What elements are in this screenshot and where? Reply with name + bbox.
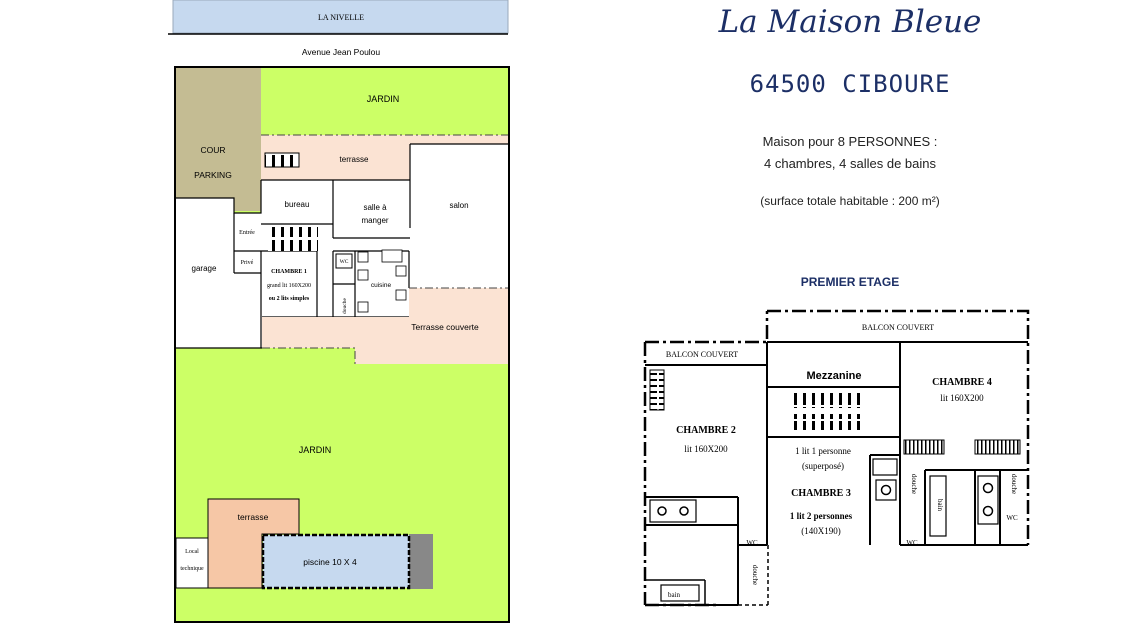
rooms-text: 4 chambres, 4 salles de bains xyxy=(764,156,936,171)
salle-a-label: salle à xyxy=(363,203,387,212)
wc-label: WC xyxy=(340,259,349,265)
chambre4-bed: lit 160X200 xyxy=(940,393,984,403)
terrasse-couverte xyxy=(262,288,509,364)
stairs-indoor-bottom xyxy=(268,240,318,251)
douche-label-b: douche xyxy=(910,474,918,494)
bain-label-b: bain xyxy=(936,499,944,512)
surface-text: (surface totale habitable : 200 m²) xyxy=(760,194,940,208)
stairs-indoor-top xyxy=(268,227,318,238)
terrasse-couverte-label: Terrasse couverte xyxy=(411,322,479,332)
douche-label-a: douche xyxy=(751,565,759,585)
balcon-left-label: BALCON COUVERT xyxy=(666,350,738,359)
jardin-top-label: JARDIN xyxy=(367,94,400,104)
wc-label-c: WC xyxy=(1006,514,1018,522)
chambre1-bed: grand lit 160X200 xyxy=(267,283,311,289)
wc-label-a: WC xyxy=(746,539,758,547)
entree-label: Entrée xyxy=(239,230,255,236)
local-technique xyxy=(175,537,209,589)
street-label: Avenue Jean Poulou xyxy=(302,47,381,57)
chambre4-label: CHAMBRE 4 xyxy=(932,377,992,388)
chambre1-alt: ou 2 lits simples xyxy=(269,296,310,302)
radiator-ch4b xyxy=(974,439,1021,455)
chambre3-bed2: 1 lit 2 personnes xyxy=(790,511,853,521)
cour-parking xyxy=(175,67,261,211)
stairs-outdoor xyxy=(264,152,300,168)
parking-label: PARKING xyxy=(194,170,232,180)
douche-label: douche xyxy=(342,298,348,314)
radiator-ch2 xyxy=(649,369,665,411)
city-title: 64500 CIBOURE xyxy=(749,70,951,98)
cour-label: COUR xyxy=(200,145,225,155)
stairs-mezzanine xyxy=(790,392,862,408)
salon-label: salon xyxy=(449,201,468,210)
bureau-label: bureau xyxy=(285,200,310,209)
house-title: La Maison Bleue xyxy=(718,4,982,40)
first-floor-plan xyxy=(643,309,1030,607)
radiator-ch4a xyxy=(903,439,945,455)
chambre2-bed: lit 160X200 xyxy=(684,444,728,454)
chambre3-bed2b: (140X190) xyxy=(801,526,841,536)
prive-label: Privé xyxy=(241,260,254,266)
chambre2-label: CHAMBRE 2 xyxy=(676,425,736,436)
chambre3-bed1b: (superposé) xyxy=(802,461,844,471)
chambre3-bed1: 1 lit 1 personne xyxy=(795,446,851,456)
first-floor-title: PREMIER ETAGE xyxy=(800,275,900,289)
piscine xyxy=(261,533,411,590)
local-label: Local xyxy=(185,549,199,555)
chambre3-label: CHAMBRE 3 xyxy=(791,488,851,499)
mezzanine-label: Mezzanine xyxy=(806,370,861,382)
jardin-bottom-label: JARDIN xyxy=(299,445,332,455)
river-band xyxy=(172,0,509,34)
technique-label: technique xyxy=(180,566,204,572)
manger-label: manger xyxy=(361,216,388,225)
douche-label-c: douche xyxy=(1010,474,1018,494)
cuisine-label: cuisine xyxy=(371,282,392,289)
chambre1-label: CHAMBRE 1 xyxy=(271,269,307,275)
pool-deck xyxy=(409,534,433,589)
terrasse-pool-label: terrasse xyxy=(238,512,269,522)
bain-label-a: bain xyxy=(668,591,681,599)
garage-label: garage xyxy=(192,264,217,273)
wc-label-b: WC xyxy=(906,539,918,547)
capacity-text: Maison pour 8 PERSONNES : xyxy=(762,134,938,149)
river-label: LA NIVELLE xyxy=(318,13,364,22)
lot-outline xyxy=(174,66,510,623)
piscine-label: piscine 10 X 4 xyxy=(303,557,357,567)
terrasse-top-label: terrasse xyxy=(340,155,369,164)
ground-floor-plan: LA NIVELLE Avenue Jean Poulou COUR PARKI… xyxy=(168,0,510,623)
balcon-right-label: BALCON COUVERT xyxy=(862,323,934,332)
